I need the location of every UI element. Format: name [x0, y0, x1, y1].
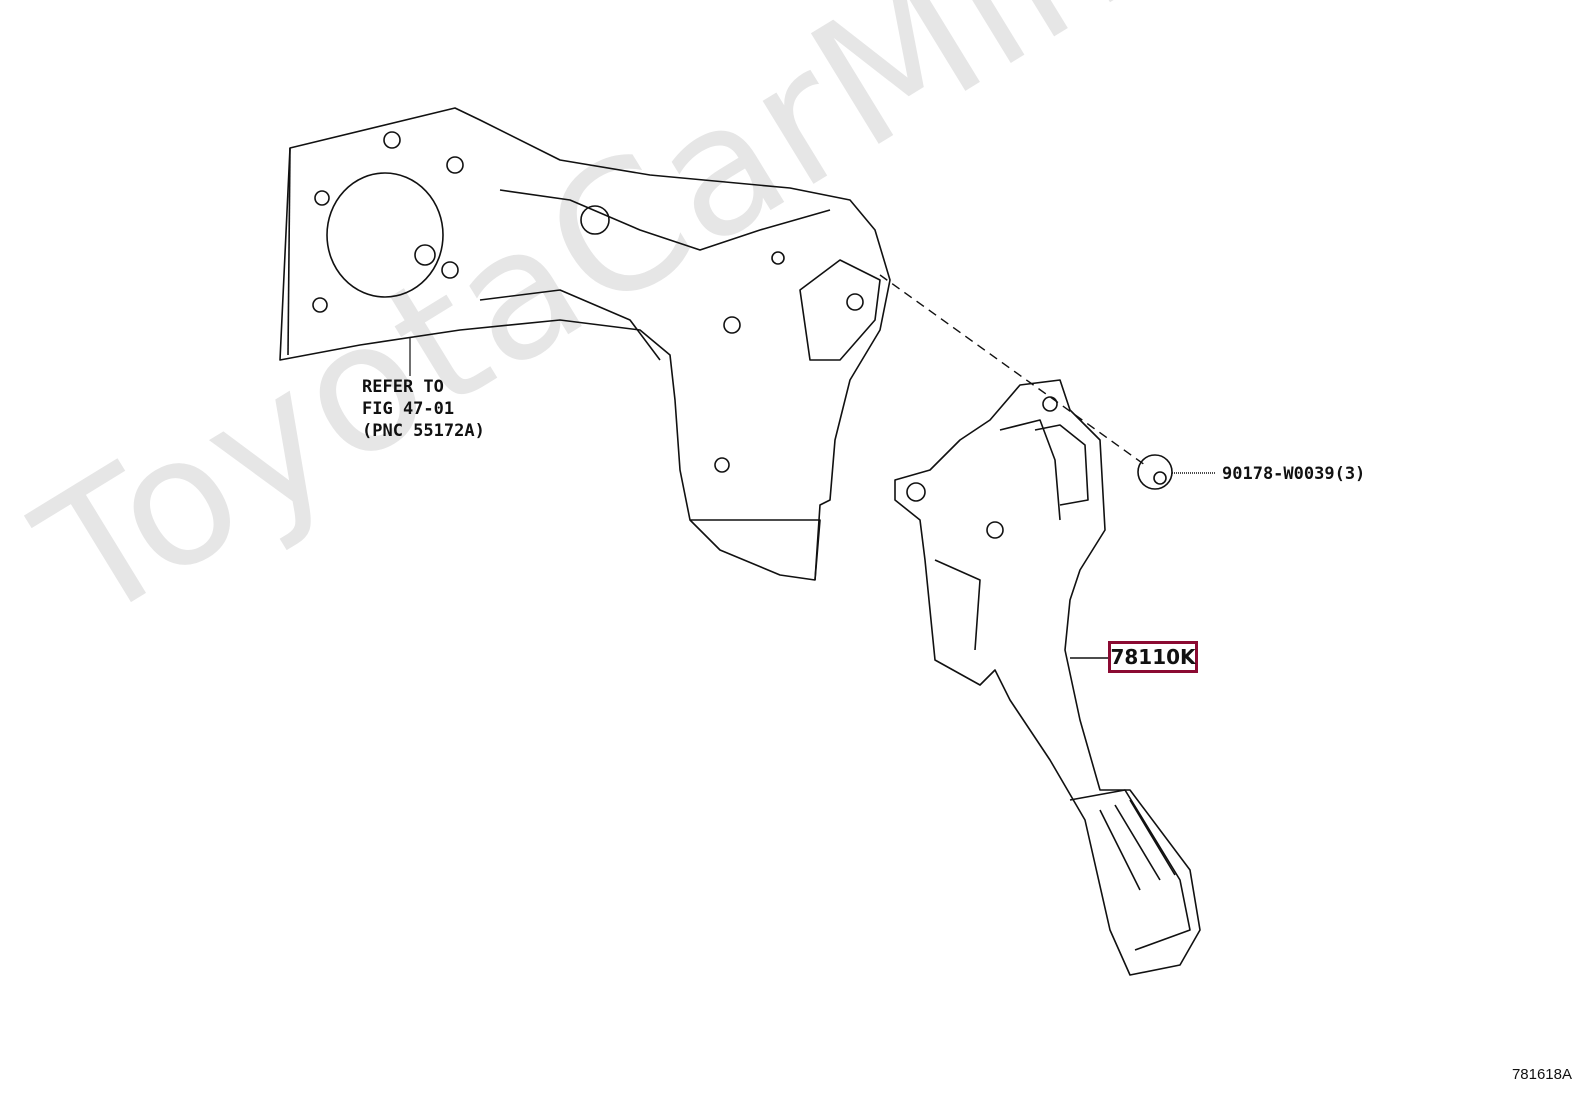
refer-label-line1: REFER TO — [362, 377, 444, 397]
accelerator-pedal-drawing — [894, 379, 1201, 976]
pedal-bracket-drawing — [279, 107, 891, 581]
refer-label-line2: FIG 47-01 — [362, 399, 455, 419]
figure-id: 781618A — [1511, 1066, 1572, 1083]
nut-drawing — [1137, 454, 1173, 490]
refer-label-line3: (PNC 55172A) — [362, 421, 485, 441]
pedal-part-number[interactable]: 78110K — [1108, 641, 1198, 673]
nut-part-number[interactable]: 90178-W0039(3) — [1222, 464, 1366, 484]
assembly-dashed-line — [879, 274, 1146, 466]
